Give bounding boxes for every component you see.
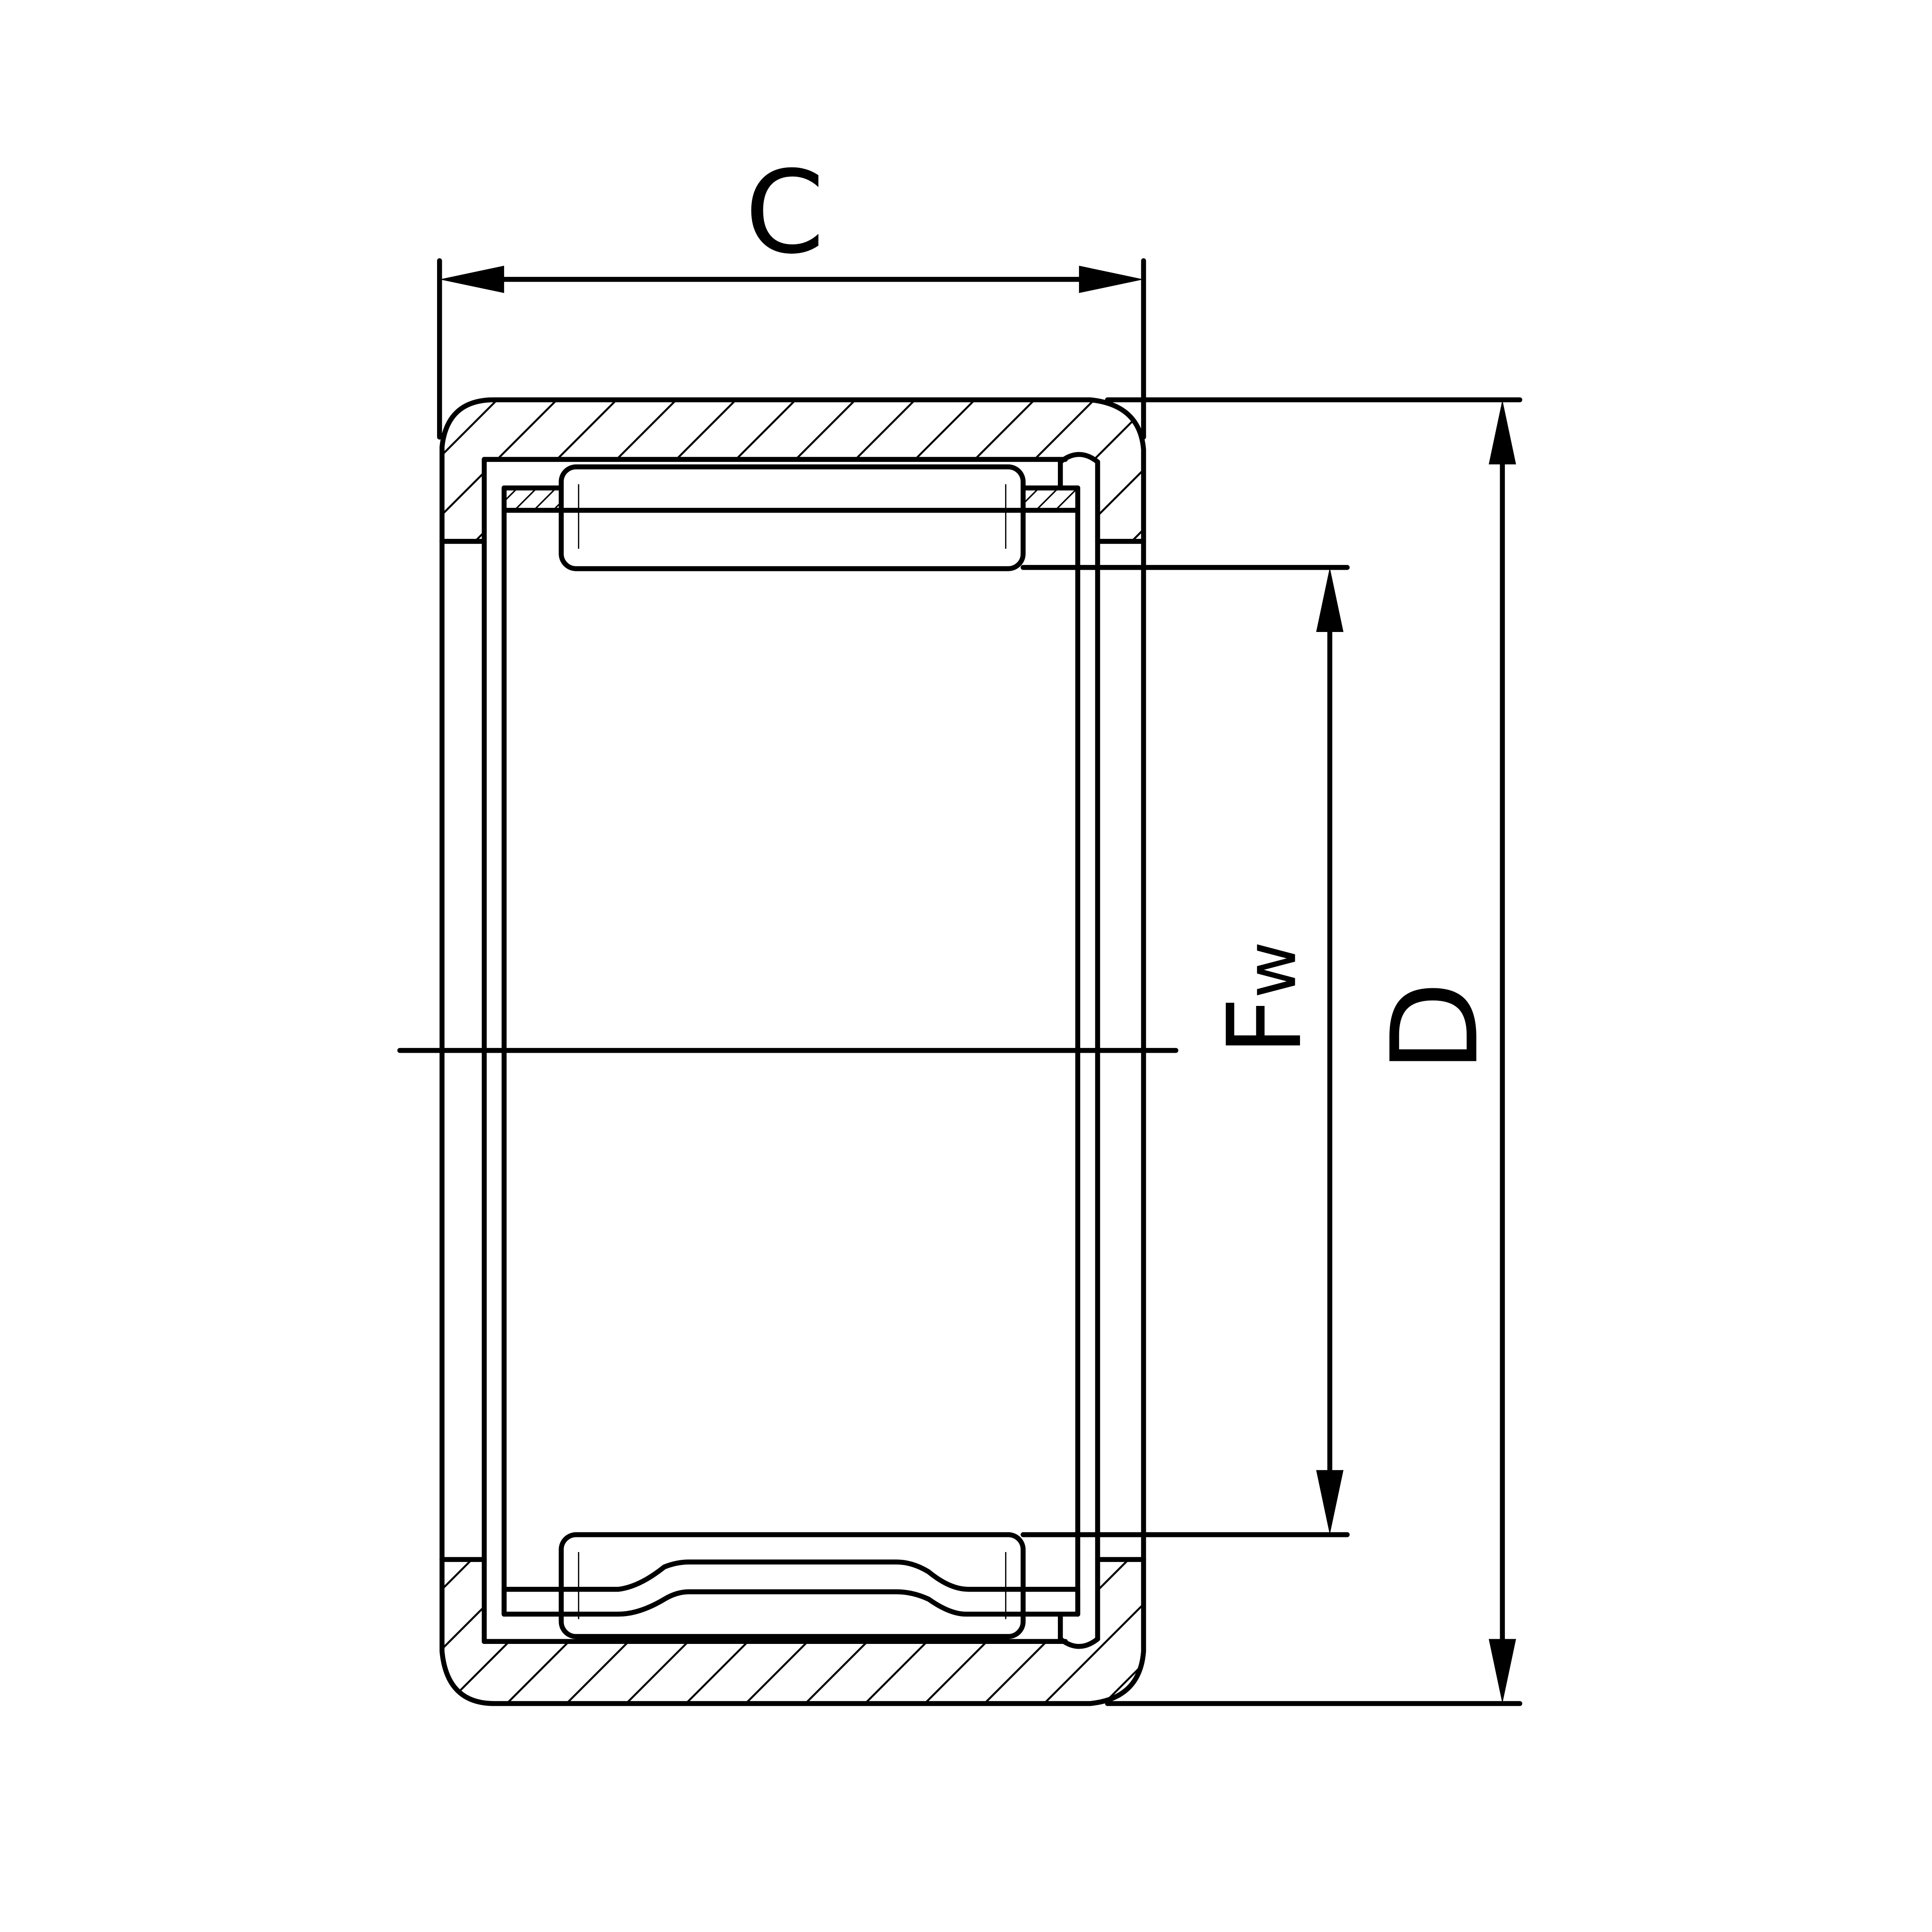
needle-roller-top	[559, 464, 1026, 571]
cage-strip-top-left	[504, 488, 559, 510]
outer-cup-bottom-hatch	[442, 1559, 1144, 1704]
arrowhead-right-icon	[1079, 265, 1144, 293]
cup-curl-bottom	[1058, 1636, 1100, 1649]
arrowhead-down-icon	[1488, 1639, 1516, 1704]
dimension-c: C	[437, 146, 1146, 440]
cage-strip-bottom	[501, 1559, 1081, 1617]
outer-cup-bottom-outline	[439, 1557, 1146, 1706]
label-c: C	[745, 146, 825, 279]
dimension-d: D	[1105, 397, 1522, 1706]
cage-strip-top-right	[1025, 488, 1078, 510]
label-fw-subscript: w	[1231, 942, 1312, 998]
label-fw-main: F	[1206, 997, 1324, 1055]
cup-curl-top	[1058, 452, 1100, 465]
needle-roller-bottom	[559, 1532, 1026, 1639]
needle-rollers	[559, 464, 1026, 1639]
arrowhead-left-icon	[439, 265, 504, 293]
label-d-text: D	[1366, 981, 1505, 1073]
label-d: D	[1366, 981, 1505, 1073]
arrowhead-down-icon	[1316, 1470, 1344, 1535]
arrowhead-up-icon	[1316, 567, 1344, 632]
label-fw: F w	[1206, 942, 1324, 1055]
outer-cup-top-outline	[439, 397, 1146, 544]
dimension-fw: F w	[1021, 565, 1350, 1537]
outer-cup-top-hatch	[442, 400, 1144, 541]
arrowhead-up-icon	[1488, 400, 1516, 465]
